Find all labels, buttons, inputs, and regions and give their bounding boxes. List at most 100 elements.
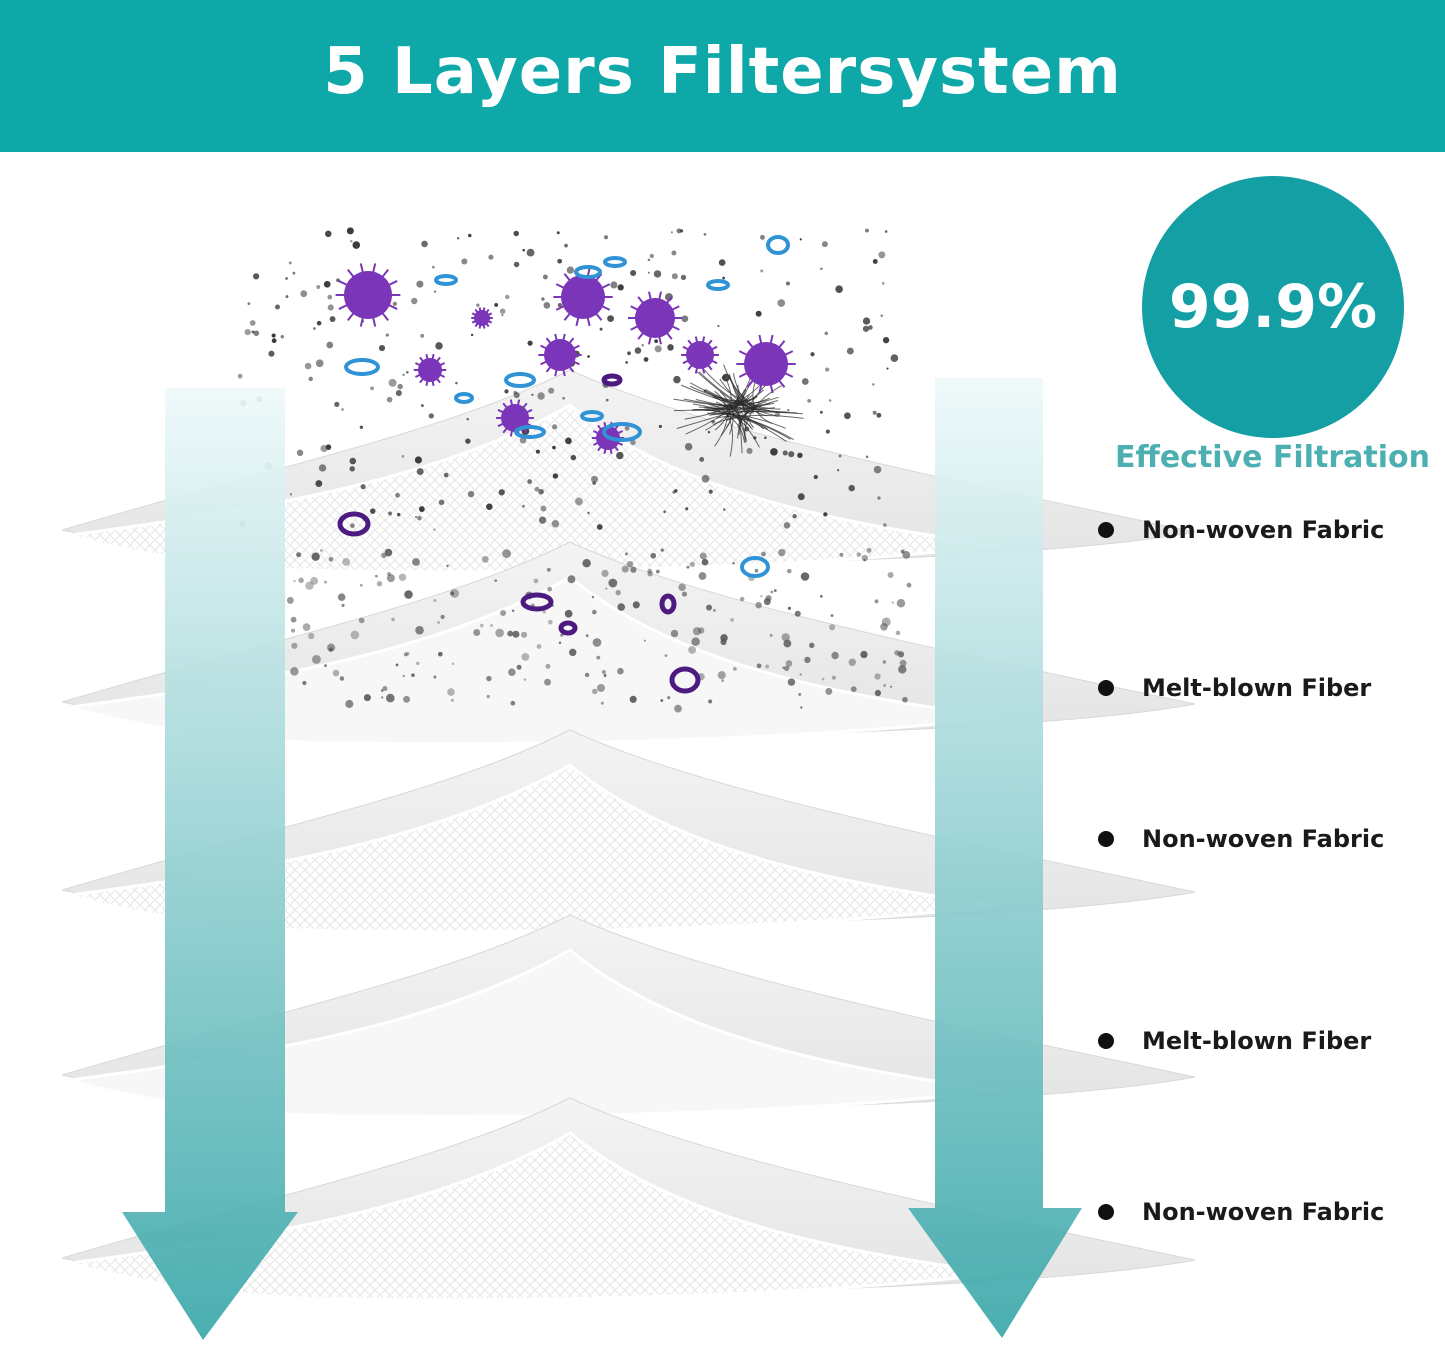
dust-particle-icon [415, 625, 424, 635]
dust-particle-icon [560, 633, 564, 637]
dust-particle-icon [686, 565, 690, 569]
dust-particle-icon [732, 666, 737, 671]
particle-ring-icon [669, 666, 701, 694]
dust-particle-icon [664, 654, 668, 658]
dust-particle-icon [874, 689, 882, 697]
dust-particle-icon [880, 314, 884, 317]
dust-particle-icon [872, 259, 878, 264]
dust-particle-icon [341, 408, 344, 411]
dust-particle-icon [604, 235, 608, 240]
dust-particle-icon [883, 523, 887, 527]
dust-particle-icon [874, 673, 881, 680]
dust-particle-icon [873, 465, 882, 474]
dust-particle-icon [630, 439, 636, 446]
particle-ring-icon [706, 279, 730, 291]
dust-particle-icon [828, 399, 832, 402]
dust-particle-icon [821, 677, 825, 681]
dust-particle-icon [835, 285, 843, 293]
layer-label-1: Non-woven Fabric [1098, 510, 1384, 550]
dust-particle-icon [542, 274, 548, 280]
dust-particle-icon [605, 398, 609, 402]
dust-particle-icon [566, 266, 575, 274]
dust-particle-icon [415, 515, 418, 518]
dust-particle-icon [591, 595, 595, 599]
dust-particle-icon [804, 656, 811, 664]
dust-particle-icon [350, 630, 360, 640]
dust-particle-icon [380, 696, 384, 699]
particle-ring-icon [603, 256, 627, 268]
dust-particle-icon [785, 281, 790, 286]
dust-particle-icon [671, 250, 677, 256]
dust-particle-icon [535, 449, 540, 454]
filter-layers-illustration [61, 227, 1196, 1340]
dust-particle-icon [551, 520, 560, 528]
dust-particle-icon [773, 589, 777, 592]
dust-particle-icon [360, 484, 366, 490]
dust-particle-icon [546, 567, 551, 572]
dust-particle-icon [708, 699, 713, 704]
dust-particle-icon [411, 297, 418, 305]
dust-particle-icon [671, 273, 678, 280]
dust-particle-icon [385, 333, 389, 337]
dust-particle-icon [674, 704, 682, 713]
dust-particle-icon [782, 450, 788, 456]
dust-particle-icon [402, 674, 405, 678]
dust-particle-icon [783, 639, 792, 648]
dust-particle-icon [761, 551, 766, 557]
particle-ring-icon [580, 410, 604, 422]
dust-particle-icon [318, 464, 327, 472]
bullet-icon [1098, 1204, 1114, 1220]
dust-particle-icon [701, 474, 710, 483]
dust-particle-icon [440, 614, 445, 619]
dust-particle-icon [531, 393, 534, 396]
dust-particle-icon [527, 340, 533, 346]
dust-particle-icon [691, 637, 700, 646]
dust-particle-icon [325, 444, 332, 450]
dust-particle-icon [404, 590, 413, 599]
dust-particle-icon [513, 261, 520, 268]
filtration-badge: 99.9% [1142, 176, 1404, 438]
dust-particle-icon [421, 240, 428, 248]
dust-particle-icon [629, 695, 637, 703]
dust-particle-icon [872, 383, 875, 386]
dust-particle-icon [787, 568, 792, 574]
particle-ring-icon [520, 592, 554, 612]
dust-particle-icon [865, 455, 869, 459]
dust-particle-icon [862, 325, 870, 332]
layer-label-text: Melt-blown Fiber [1142, 1027, 1372, 1055]
dust-particle-icon [647, 258, 651, 262]
dust-particle-icon [810, 352, 815, 357]
dust-particle-icon [416, 468, 424, 476]
dust-particle-icon [494, 579, 498, 583]
dust-particle-icon [395, 663, 399, 667]
dust-particle-icon [466, 417, 470, 421]
dust-particle-icon [587, 355, 590, 358]
dust-particle-icon [755, 310, 762, 317]
particle-ring-icon [344, 358, 380, 376]
dust-particle-icon [880, 623, 888, 631]
dust-particle-icon [717, 671, 726, 680]
dust-particle-icon [821, 241, 828, 248]
dust-particle-icon [730, 617, 735, 622]
header-banner: 5 Layers Filtersystem [0, 0, 1445, 152]
dust-particle-icon [370, 386, 375, 391]
dust-particle-icon [813, 474, 818, 480]
dust-particle-icon [290, 667, 299, 676]
dust-particle-icon [315, 480, 323, 487]
dust-particle-icon [271, 338, 277, 344]
virus-icon [538, 333, 582, 377]
dust-particle-icon [363, 694, 371, 702]
dust-particle-icon [447, 688, 455, 696]
filtration-percentage: 99.9% [1168, 272, 1378, 342]
dust-particle-icon [848, 658, 857, 666]
dust-particle-icon [641, 344, 644, 347]
dust-particle-icon [688, 645, 697, 654]
dust-particle-icon [562, 396, 566, 400]
dust-particle-icon [296, 449, 304, 457]
particle-ring-icon [602, 422, 642, 442]
dust-particle-icon [825, 429, 830, 434]
particle-ring-icon [574, 265, 602, 279]
dust-particle-icon [788, 451, 795, 458]
dust-particle-icon [902, 551, 911, 559]
dust-particle-icon [391, 617, 395, 622]
